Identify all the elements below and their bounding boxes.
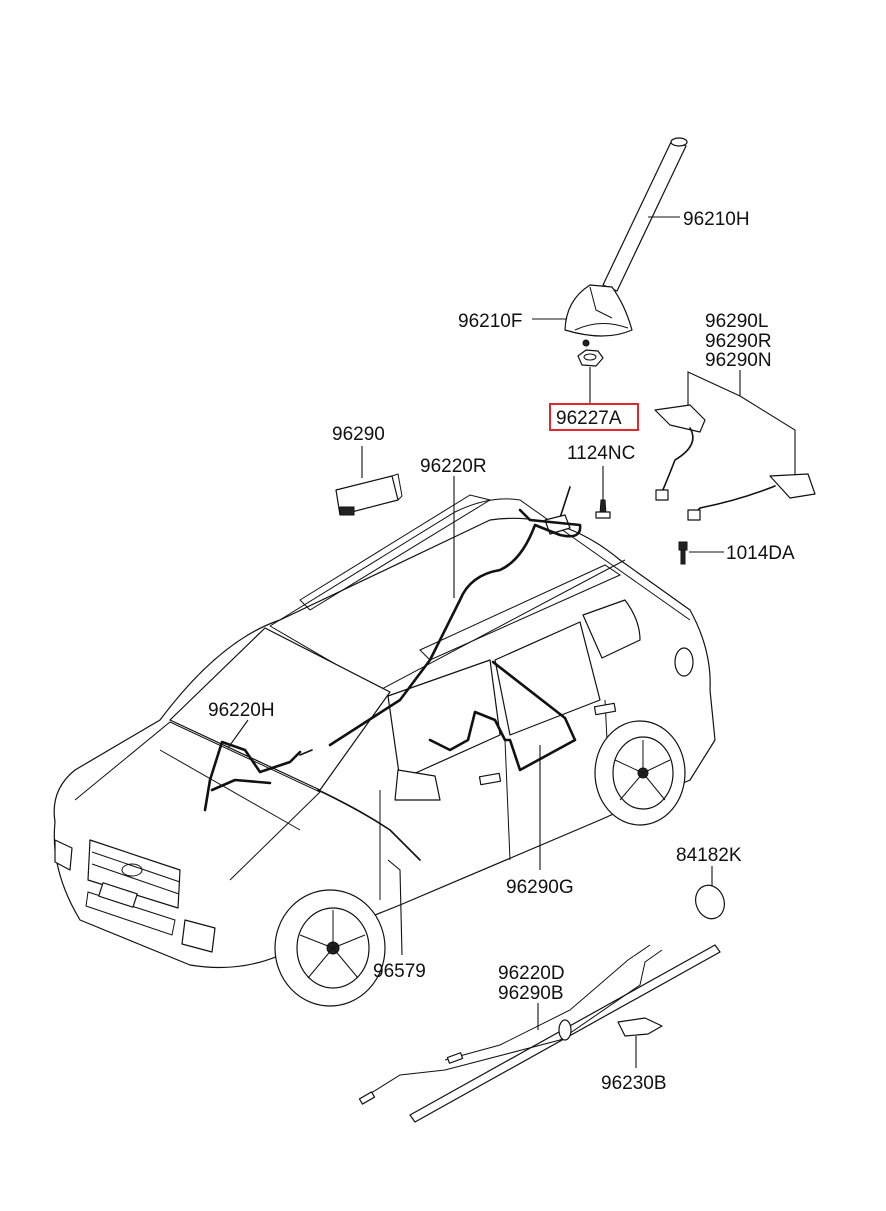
label-96220r: 96220R: [420, 456, 487, 477]
vehicle-body: [53, 494, 716, 969]
label-96220d: 96220D: [498, 963, 565, 984]
label-96290r: 96290R: [705, 331, 772, 352]
bracket-96230b: [617, 1017, 663, 1068]
antenna-base: [564, 284, 633, 347]
label-96230b: 96230B: [601, 1073, 667, 1094]
module-96290: [335, 446, 403, 516]
label-96290b: 96290B: [498, 983, 564, 1004]
label-1124nc: 1124NC: [567, 443, 635, 464]
front-wheel: [274, 889, 386, 1007]
antenna-nut: [577, 349, 604, 367]
label-96210f: 96210F: [458, 311, 522, 332]
bolt-1014da: [678, 541, 724, 565]
bracket-set: [654, 370, 816, 521]
grommet-84182k: [695, 866, 725, 920]
label-96210h: 96210H: [683, 209, 750, 230]
label-84182k: 84182K: [676, 845, 742, 866]
label-96290: 96290: [332, 424, 385, 445]
label-96579: 96579: [373, 961, 426, 982]
cable-96290g: [428, 660, 577, 772]
label-96290l: 96290L: [705, 311, 768, 332]
cable-96220r: [328, 508, 582, 747]
label-96220h: 96220H: [208, 700, 275, 721]
antenna-mast: [602, 137, 688, 292]
label-96290g: 96290G: [506, 877, 574, 898]
rear-wheel: [594, 720, 686, 826]
extension-cable: [358, 944, 721, 1123]
screw-1124nc: [595, 466, 611, 519]
label-1014da: 1014DA: [726, 543, 795, 564]
cable-96220h: [203, 740, 302, 812]
label-96290n: 96290N: [705, 350, 772, 371]
label-96227a: 96227A: [556, 408, 622, 429]
highlight-box: [549, 403, 639, 431]
